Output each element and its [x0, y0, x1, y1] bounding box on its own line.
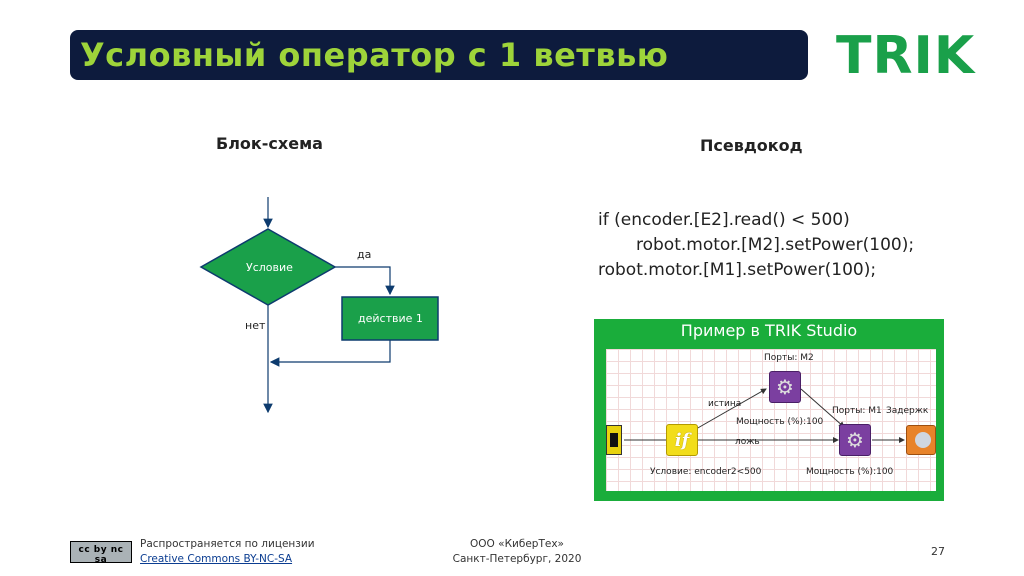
power-bottom-label: Мощность (%):100	[806, 467, 894, 477]
ports-m1-label: Порты: M1	[832, 406, 882, 416]
org-city-year: Санкт-Петербург, 2020	[452, 553, 582, 565]
cc-badge-text: cc by nc sa	[78, 545, 124, 565]
org-name: ООО «КиберТех»	[470, 538, 564, 550]
page-number: 27	[931, 545, 945, 558]
license-info: Распространяется по лицензии Creative Co…	[140, 537, 315, 567]
org-info: ООО «КиберТех» Санкт-Петербург, 2020	[452, 537, 582, 567]
false-label: ложь	[735, 437, 760, 447]
code-line: robot.motor.[M2].setPower(100);	[636, 235, 915, 255]
cc-license-badge: cc by nc sa	[70, 541, 132, 565]
pseudocode-heading: Псевдокод	[700, 136, 803, 155]
code-line: if (encoder.[E2].read() < 500)	[598, 210, 850, 230]
condition-label: Условие	[246, 261, 293, 274]
code-line: robot.motor.[M1].setPower(100);	[598, 260, 877, 280]
motor-block-m1-icon[interactable]: ⚙	[839, 424, 871, 456]
action-label: действие 1	[358, 312, 423, 325]
if-glyph: if	[674, 429, 690, 451]
flowchart-heading: Блок-схема	[216, 134, 323, 153]
slide-title: Условный оператор с 1 ветвью	[80, 36, 669, 74]
delay-label: Задержк	[886, 406, 929, 416]
action-exit-line	[269, 340, 391, 367]
true-label: истина	[708, 399, 742, 409]
start-block-icon[interactable]	[606, 425, 622, 455]
trik-logo: TRIK	[836, 26, 976, 86]
yes-branch-line	[335, 266, 395, 296]
trik-studio-example: Пример в TRIK Studio if ⚙ ⚙	[594, 319, 944, 501]
action-box	[341, 296, 439, 341]
gear-icon: ⚙	[846, 428, 864, 452]
power-top-label: Мощность (%):100	[736, 417, 824, 427]
delay-block-icon[interactable]	[906, 425, 936, 455]
if-block-icon[interactable]: if	[666, 424, 698, 456]
gear-icon: ⚙	[776, 375, 794, 399]
pseudocode-block: if (encoder.[E2].read() < 500) robot.moto…	[598, 208, 914, 283]
no-label: нет	[245, 319, 266, 332]
license-text: Распространяется по лицензии	[140, 538, 315, 550]
license-link[interactable]: Creative Commons BY-NC-SA	[140, 553, 293, 565]
ports-m2-label: Порты: M2	[764, 353, 814, 363]
example-title: Пример в TRIK Studio	[680, 321, 858, 340]
condition-text-label: Условие: encoder2<500	[650, 467, 762, 477]
studio-canvas: if ⚙ ⚙ Порты: M2 истина Мощность (%):100…	[606, 349, 936, 491]
title-bar: Условный оператор с 1 ветвью	[70, 30, 808, 80]
motor-block-m2-icon[interactable]: ⚙	[769, 371, 801, 403]
studio-links	[624, 388, 905, 443]
yes-label: да	[357, 248, 372, 261]
